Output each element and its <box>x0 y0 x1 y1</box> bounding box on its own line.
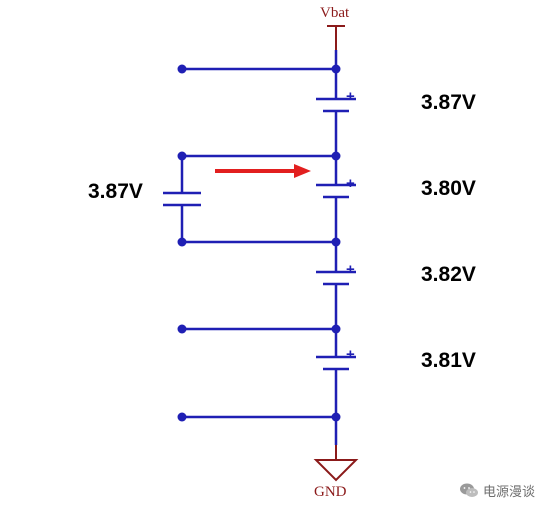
cell-voltage-1: 3.87V <box>421 91 476 114</box>
polarity-mark: + <box>346 346 355 363</box>
cell-voltage-3: 3.82V <box>421 263 476 286</box>
ground-symbol-icon <box>313 445 359 482</box>
capacitor-voltage: 3.87V <box>88 180 143 203</box>
vbat-label: Vbat <box>320 5 350 21</box>
wechat-icon <box>460 483 478 497</box>
polarity-marks: + + + + <box>346 88 355 363</box>
vbat-stub <box>327 25 345 50</box>
cell-voltage-2: 3.80V <box>421 177 476 200</box>
battery-cell-icon <box>316 183 356 199</box>
wiring <box>180 50 338 445</box>
polarity-mark: + <box>346 88 355 105</box>
arrow-right-icon <box>215 164 311 178</box>
cell-voltage-4: 3.81V <box>421 349 476 372</box>
polarity-mark: + <box>346 175 355 192</box>
watermark: 电源漫谈 <box>459 480 535 500</box>
battery-cell-icon <box>316 270 356 286</box>
watermark-text: 电源漫谈 <box>483 484 536 500</box>
battery-cell-icon <box>316 97 356 113</box>
gnd-label: GND <box>314 484 347 500</box>
capacitor-icon <box>163 191 201 207</box>
battery-cell-icon <box>316 355 356 371</box>
polarity-mark: + <box>346 261 355 278</box>
junction-dots <box>177 64 341 422</box>
